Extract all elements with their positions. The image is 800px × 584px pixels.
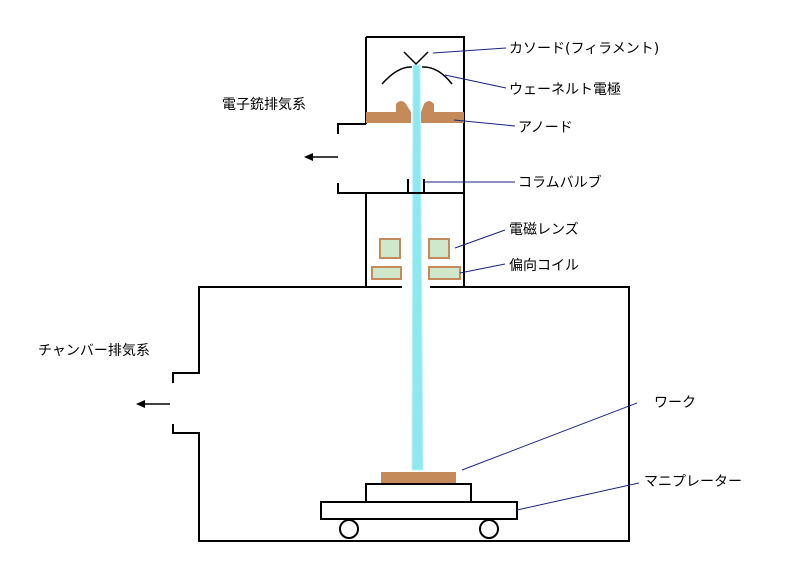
vacuum-chamber xyxy=(172,286,630,542)
deflection-coil xyxy=(371,266,461,280)
workpiece xyxy=(381,472,456,484)
gun-exhaust-arrow xyxy=(304,153,338,161)
chamber-exhaust-arrow xyxy=(136,400,170,408)
label-wehnelt: ウェーネルト電極 xyxy=(509,82,621,98)
label-deflection-coil: 偏向コイル xyxy=(509,258,579,274)
leader-lines xyxy=(424,47,640,511)
label-cathode: カソード(フィラメント) xyxy=(509,41,659,57)
column-valve xyxy=(407,179,425,193)
anode xyxy=(366,101,464,123)
label-column-valve: コラムバルブ xyxy=(518,174,602,191)
label-gun-exhaust: 電子銃排気系 xyxy=(222,97,306,113)
label-magnetic-lens: 電磁レンズ xyxy=(509,222,579,238)
cathode-filament xyxy=(403,51,429,66)
gun-column xyxy=(337,36,465,287)
wehnelt-electrode xyxy=(381,66,453,85)
manipulator xyxy=(320,483,518,539)
label-manipulator: マニプレーター xyxy=(644,474,742,490)
electron-beam xyxy=(411,64,424,471)
label-workpiece: ワーク xyxy=(654,395,696,411)
label-chamber-exhaust: チャンバー排気系 xyxy=(38,343,150,359)
label-anode: アノード xyxy=(518,120,573,136)
magnetic-lens xyxy=(379,238,450,259)
